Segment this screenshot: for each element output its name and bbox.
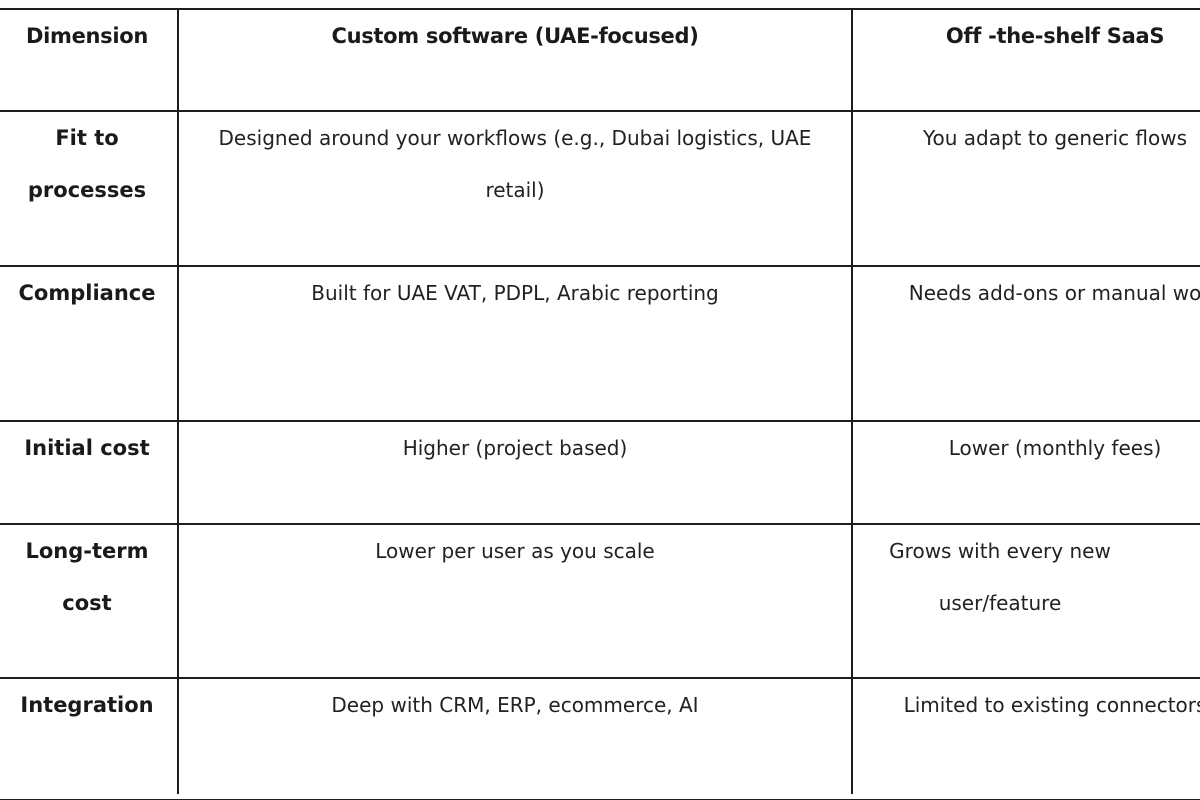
row-dimension-label: Long-term cost (0, 524, 179, 678)
table-row: Initial cost Higher (project based) Lowe… (0, 421, 1200, 524)
row-dimension-label: Initial cost (0, 421, 179, 524)
table-header-row: Dimension Custom software (UAE-focused) … (0, 10, 1200, 111)
table-row: Long-term cost Lower per user as you sca… (0, 524, 1200, 678)
row-custom-value: Built for UAE VAT, PDPL, Arabic reportin… (178, 266, 853, 421)
row-saas-text: Needs add-ons or manual work (908, 281, 1200, 305)
header-off-the-shelf-saas: Off -the-shelf SaaS (945, 24, 1165, 48)
table-row: Compliance Built for UAE VAT, PDPL, Arab… (0, 266, 1200, 421)
header-dimension: Dimension (0, 10, 179, 111)
row-saas-value: Needs add-ons or manual work (852, 266, 1200, 421)
row-custom-text: Designed around your workflows (e.g., Du… (218, 126, 812, 202)
row-custom-value: Designed around your workflows (e.g., Du… (178, 111, 853, 266)
row-dimension-label: Fit to processes (0, 111, 179, 266)
row-saas-text: Grows with every new user/feature (889, 539, 1111, 615)
comparison-table: Dimension Custom software (UAE-focused) … (0, 10, 1200, 794)
comparison-table-wrapper: Dimension Custom software (UAE-focused) … (0, 8, 1200, 800)
row-dimension-text: Fit to processes (27, 126, 147, 202)
row-dimension-label: Compliance (0, 266, 179, 421)
row-custom-value: Lower per user as you scale (178, 524, 853, 678)
row-custom-value: Deep with CRM, ERP, ecommerce, AI (178, 678, 853, 794)
row-saas-value: You adapt to generic flows (922, 126, 1188, 150)
table-row: Integration Deep with CRM, ERP, ecommerc… (0, 678, 1200, 794)
row-dimension-text: Long-term cost (25, 539, 149, 615)
row-saas-value: Lower (monthly fees) (948, 436, 1162, 460)
header-custom-software: Custom software (UAE-focused) (178, 10, 853, 111)
row-dimension-label: Integration (0, 678, 179, 794)
row-saas-value: Grows with every new user/feature (852, 524, 1200, 678)
row-custom-value: Higher (project based) (178, 421, 853, 524)
table-row: Fit to processes Designed around your wo… (0, 111, 1200, 266)
row-saas-value: Limited to existing connectors (903, 693, 1200, 717)
